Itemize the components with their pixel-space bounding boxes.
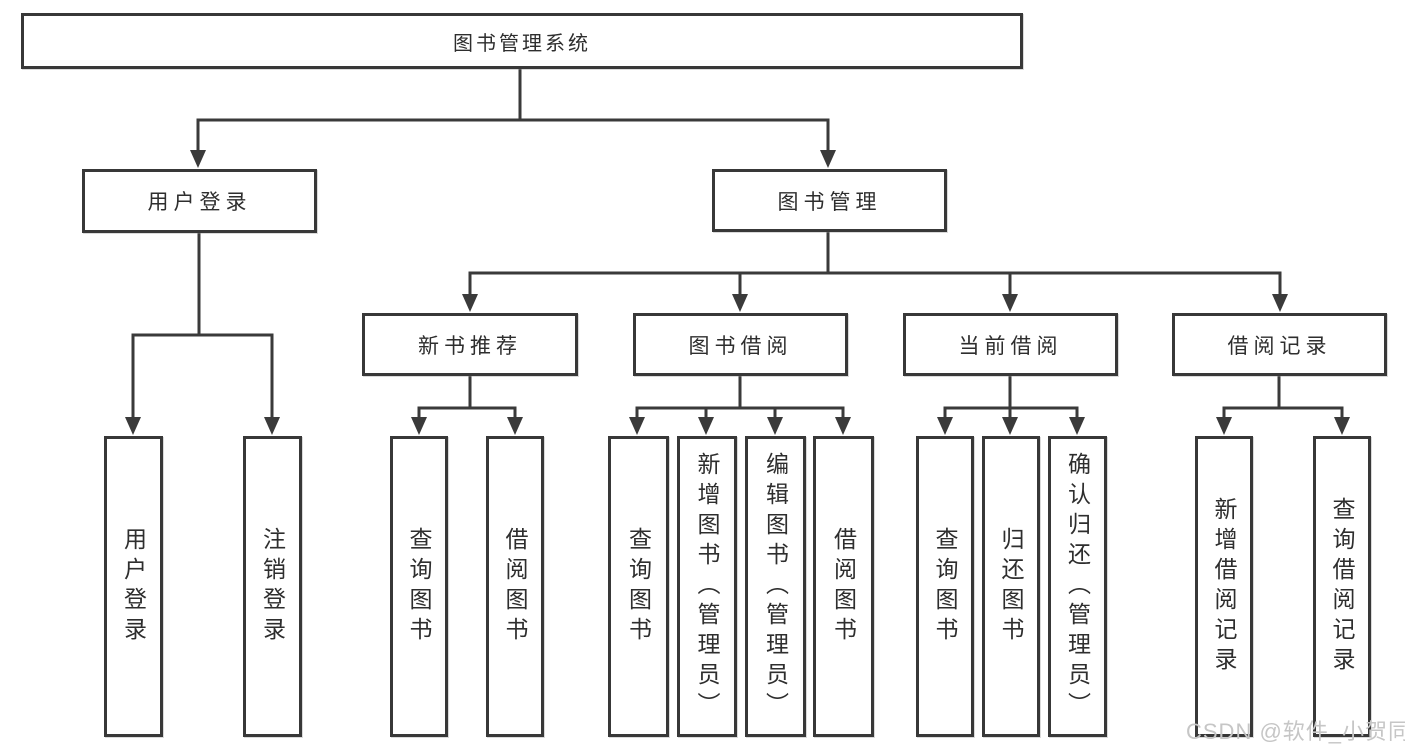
node-root-label: 图书管理系统: [453, 32, 591, 55]
leaf-logout-login: 注销登录: [243, 436, 302, 737]
leaf-user-login: 用户登录: [104, 436, 163, 737]
leaf-borrow-books-1-label: 借阅图书: [502, 526, 528, 647]
node-book-management: 图书管理: [712, 169, 947, 232]
leaf-add-books-admin-label: 新增图书（管理员）: [694, 451, 720, 722]
leaf-return-books-label: 归还图书: [998, 526, 1024, 647]
leaf-query-books-3: 查询图书: [916, 436, 974, 737]
leaf-query-books-1-label: 查询图书: [406, 526, 432, 647]
node-user-login: 用户登录: [82, 169, 317, 233]
leaf-query-books-2-label: 查询图书: [625, 526, 652, 647]
leaf-edit-books-admin-label: 编辑图书（管理员）: [762, 451, 789, 722]
leaf-borrow-books-1: 借阅图书: [486, 436, 544, 737]
leaf-add-borrow-record: 新增借阅记录: [1195, 436, 1253, 737]
leaf-return-books: 归还图书: [982, 436, 1040, 737]
node-book-management-label: 图书管理: [777, 190, 882, 214]
node-current-borrow-label: 当前借阅: [958, 334, 1063, 358]
leaf-confirm-return-admin: 确认归还（管理员）: [1048, 436, 1107, 737]
leaf-borrow-books-2-label: 借阅图书: [830, 526, 857, 647]
leaf-user-login-label: 用户登录: [120, 526, 147, 647]
node-new-book-recommend: 新书推荐: [362, 313, 578, 376]
leaf-query-books-1: 查询图书: [390, 436, 448, 737]
leaf-query-books-3-label: 查询图书: [932, 526, 958, 647]
node-new-book-recommend-label: 新书推荐: [418, 334, 522, 358]
node-book-borrow-label: 图书借阅: [688, 334, 793, 358]
leaf-confirm-return-admin-label: 确认归还（管理员）: [1064, 451, 1091, 722]
watermark: CSDN @软件_小贺同学: [1186, 719, 1405, 744]
leaf-logout-login-label: 注销登录: [259, 526, 286, 647]
leaf-edit-books-admin: 编辑图书（管理员）: [745, 436, 806, 737]
leaf-query-borrow-record-label: 查询借阅记录: [1329, 496, 1355, 677]
leaf-borrow-books-2: 借阅图书: [813, 436, 874, 737]
leaf-query-books-2: 查询图书: [608, 436, 669, 737]
node-user-login-label: 用户登录: [147, 191, 252, 214]
node-current-borrow: 当前借阅: [903, 313, 1118, 376]
node-borrow-records-label: 借阅记录: [1227, 334, 1332, 358]
node-book-borrow: 图书借阅: [633, 313, 848, 376]
node-borrow-records: 借阅记录: [1172, 313, 1387, 376]
node-root: 图书管理系统: [21, 13, 1023, 69]
leaf-query-borrow-record: 查询借阅记录: [1313, 436, 1371, 737]
leaf-add-books-admin: 新增图书（管理员）: [677, 436, 737, 737]
leaf-add-borrow-record-label: 新增借阅记录: [1211, 496, 1237, 677]
